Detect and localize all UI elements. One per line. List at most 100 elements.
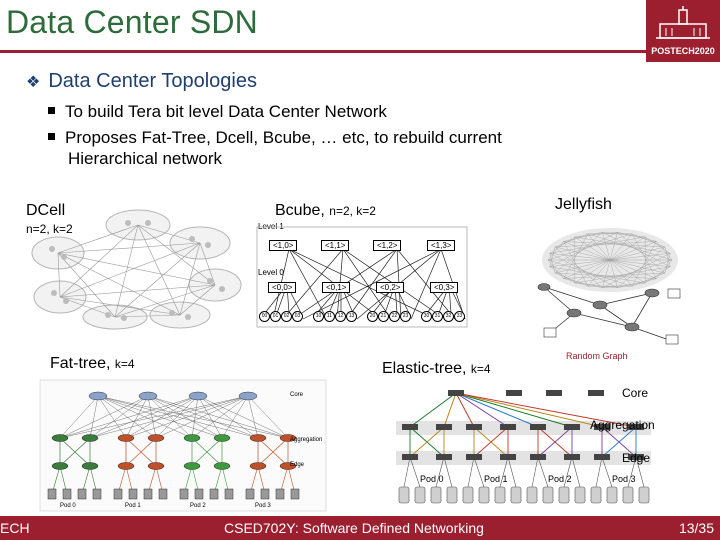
- elastictree-edge-label: Edge: [622, 451, 651, 465]
- logo-text: POSTECH2020: [651, 46, 715, 56]
- aggregation-switch: [249, 434, 267, 442]
- heading-text: Data Center Topologies: [48, 70, 257, 92]
- host: [128, 488, 138, 500]
- elastictree-core-label: Core: [622, 386, 649, 400]
- host: [209, 488, 219, 500]
- host: [638, 486, 650, 504]
- aggregation-switch: [628, 424, 644, 430]
- course-title: CSED702Y: Software Defined Networking: [224, 520, 484, 536]
- bcube-switch: <0,3>: [430, 282, 459, 293]
- university-logo: POSTECH2020: [646, 0, 720, 62]
- host: [606, 486, 618, 504]
- fattree-params: k=4: [114, 357, 135, 371]
- host: [430, 486, 442, 504]
- bcube-server: 31: [432, 311, 443, 322]
- bullet-item: To build Tera bit level Data Center Netw…: [48, 101, 387, 122]
- dcell-label: DCell: [26, 202, 66, 219]
- elastictree-label: Elastic-tree, k=4: [382, 360, 491, 378]
- aggregation-switch: [183, 434, 201, 442]
- footer-left-text: ECH: [0, 520, 30, 536]
- host: [158, 488, 168, 500]
- elastictree-pod-label: Pod 0: [420, 474, 444, 484]
- bcube-level0-label: Level 0: [258, 268, 284, 277]
- footer-bar: ECH CSED702Y: Software Defined Networkin…: [0, 516, 720, 540]
- square-bullet-icon: [48, 107, 55, 115]
- section-heading: ❖Data Center Topologies: [26, 70, 257, 93]
- host: [542, 486, 554, 504]
- square-bullet-icon: [48, 133, 55, 141]
- bcube-level0-row: <0,0> <0,1> <0,2> <0,3>: [268, 282, 468, 294]
- edge-switch: [628, 454, 644, 460]
- host: [47, 488, 57, 500]
- aggregation-switch: [530, 424, 546, 430]
- edge-switch: [213, 462, 231, 470]
- edge-switch: [466, 454, 482, 460]
- fattree-pod-label: Pod 0: [60, 503, 76, 509]
- bcube-server: 02: [281, 311, 292, 322]
- host: [143, 488, 153, 500]
- bcube-server: 03: [292, 311, 303, 322]
- core-switch: [588, 390, 604, 396]
- elastictree-pod-label: Pod 1: [484, 474, 508, 484]
- fattree-pod-label: Pod 1: [125, 503, 141, 509]
- aggregation-switch: [279, 434, 297, 442]
- edge-switch: [81, 462, 99, 470]
- bcube-server: 11: [324, 311, 335, 322]
- jellyfish-label: Jellyfish: [555, 196, 612, 213]
- bcube-server: 23: [400, 311, 411, 322]
- host: [62, 488, 72, 500]
- aggregation-switch: [213, 434, 231, 442]
- host: [622, 486, 634, 504]
- host: [414, 486, 426, 504]
- bcube-server: 21: [378, 311, 389, 322]
- fattree-edge-label: Edge: [290, 462, 305, 468]
- edge-switch: [594, 454, 610, 460]
- bullet-text: Proposes Fat-Tree, Dcell, Bcube, … etc, …: [65, 128, 502, 147]
- core-switch: [138, 391, 158, 401]
- bcube-name: Bcube,: [275, 202, 325, 219]
- aggregation-switch: [117, 434, 135, 442]
- bcube-level1-label: Level 1: [258, 222, 284, 231]
- aggregation-switch: [594, 424, 610, 430]
- bcube-params: n=2, k=2: [329, 204, 376, 218]
- title-bar: Data Center SDN: [0, 0, 720, 50]
- aggregation-switch: [436, 424, 452, 430]
- edge-switch: [279, 462, 297, 470]
- fattree-diagram: [39, 379, 327, 512]
- host: [558, 486, 570, 504]
- bcube-label: Bcube, n=2, k=2: [275, 202, 376, 220]
- bcube-switch: <0,0>: [268, 282, 297, 293]
- aggregation-switch: [51, 434, 69, 442]
- host: [224, 488, 234, 500]
- bcube-server: 22: [389, 311, 400, 322]
- bcube-server: 01: [270, 311, 281, 322]
- edge-switch: [183, 462, 201, 470]
- host: [179, 488, 189, 500]
- dcell-params: n=2, k=2: [26, 222, 73, 236]
- host: [275, 488, 285, 500]
- aggregation-switch: [81, 434, 99, 442]
- building-icon: [656, 6, 710, 39]
- edge-switch: [530, 454, 546, 460]
- edge-switch: [402, 454, 418, 460]
- edge-switch: [147, 462, 165, 470]
- host: [92, 488, 102, 500]
- fattree-label: Fat-tree, k=4: [50, 355, 135, 373]
- bcube-switch: <1,2>: [373, 240, 402, 251]
- host: [590, 486, 602, 504]
- title-rule: [0, 50, 646, 53]
- bcube-switch: <0,2>: [376, 282, 405, 293]
- edge-switch: [500, 454, 516, 460]
- host: [398, 486, 410, 504]
- host: [526, 486, 538, 504]
- bcube-server: 33: [454, 311, 465, 322]
- fattree-name: Fat-tree,: [50, 355, 111, 372]
- bullet-continuation: Hierarchical network: [68, 149, 222, 168]
- host: [574, 486, 586, 504]
- bcube-switch: <1,1>: [321, 240, 350, 251]
- bcube-server: 20: [367, 311, 378, 322]
- core-switch: [546, 390, 562, 396]
- bcube-switch: <1,3>: [427, 240, 456, 251]
- host: [446, 486, 458, 504]
